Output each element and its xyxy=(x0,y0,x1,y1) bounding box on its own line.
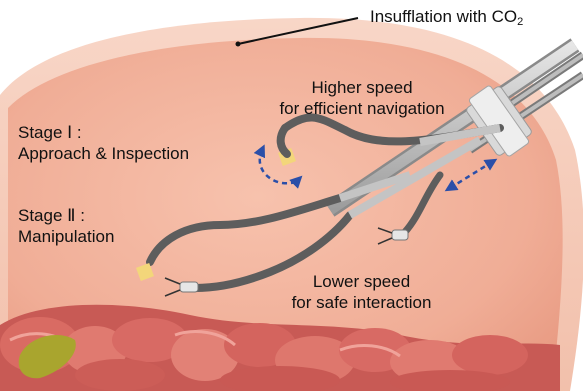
stage1-label: Stage Ⅰ : Approach & Inspection xyxy=(18,122,189,164)
stage1-title: Stage Ⅰ : xyxy=(18,122,189,143)
stage2-label: Stage Ⅱ : Manipulation xyxy=(18,205,114,247)
higher-speed-label: Higher speed for efficient navigation xyxy=(262,77,462,119)
lower-speed-line2: for safe interaction xyxy=(264,292,459,313)
insufflation-label: Insufflation with CO2 xyxy=(370,6,523,33)
insufflation-point xyxy=(236,42,241,47)
higher-speed-line2: for efficient navigation xyxy=(262,98,462,119)
lower-speed-line1: Lower speed xyxy=(264,271,459,292)
stage1-description: Approach & Inspection xyxy=(18,143,189,164)
stage2-title: Stage Ⅱ : xyxy=(18,205,114,226)
stage2-description: Manipulation xyxy=(18,226,114,247)
lower-speed-label: Lower speed for safe interaction xyxy=(264,271,459,313)
insufflation-subscript: 2 xyxy=(517,16,523,28)
insufflation-text: Insufflation with CO xyxy=(370,7,517,26)
higher-speed-line1: Higher speed xyxy=(262,77,462,98)
